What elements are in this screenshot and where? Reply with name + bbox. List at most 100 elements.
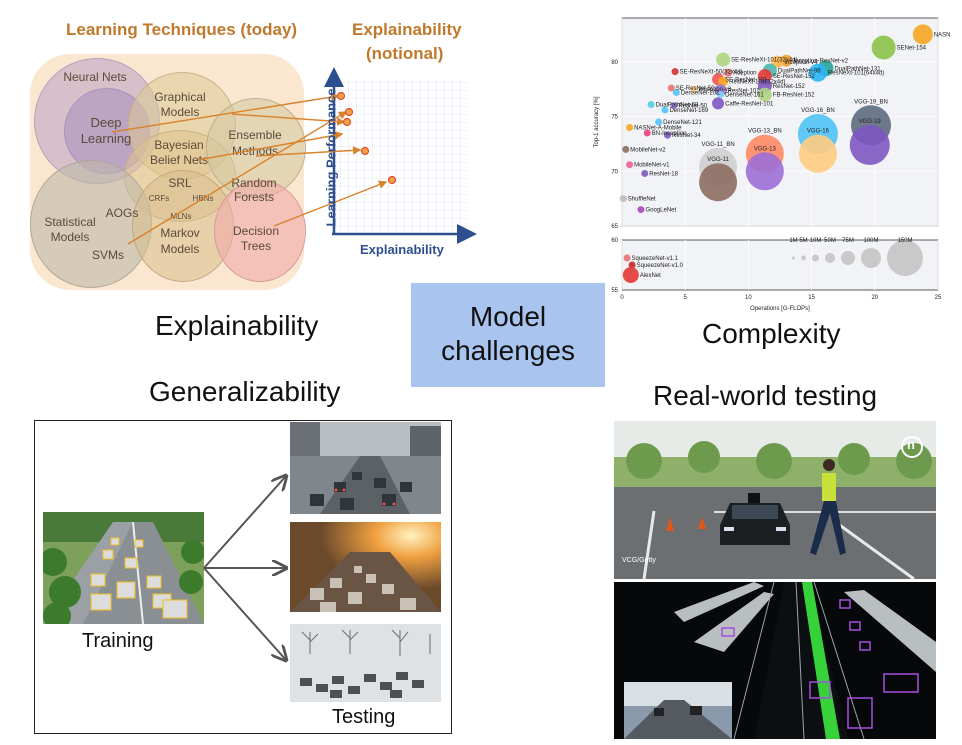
data-point [808, 63, 827, 82]
label-deep-1: Deep [90, 115, 122, 130]
point-label: VGG-11_BN [701, 142, 734, 148]
size-legend-label: 5M [799, 238, 807, 244]
point-label: DualPathNet-98 [778, 69, 821, 75]
notional-title-1: Explainability [352, 20, 462, 39]
data-point [718, 76, 729, 87]
point-label: BN-Inception [652, 131, 687, 137]
point-label: DenseNet-201 [681, 90, 720, 96]
data-point [745, 152, 784, 191]
testing-image-sunset [290, 522, 441, 612]
point-label: ShuffleNet [628, 197, 656, 203]
point-label: VGG-13_BN [748, 129, 782, 135]
data-point [724, 68, 733, 77]
data-point [655, 118, 663, 126]
data-point [671, 68, 679, 76]
data-point [716, 52, 731, 67]
point-label: DenseNet-169 [669, 108, 708, 114]
y-tick-label: 70 [611, 169, 618, 175]
size-legend-circle [801, 255, 806, 261]
data-point [622, 267, 639, 283]
x-tick-label: 15 [808, 295, 815, 301]
point-label: VGG-16_BN [801, 108, 835, 114]
y-axis-label: Top-1 accuracy [%] [594, 96, 600, 147]
statistical-circle [30, 160, 152, 288]
label-random-2: Forests [233, 190, 274, 204]
complexity-chart: NASNet-A-LargeSENet-154SE-ResNeXt-101(32… [586, 14, 962, 318]
model-challenges-box: Model challenges [411, 283, 605, 387]
notional-x-axis-label: Explainability [360, 242, 444, 257]
size-legend-label: 100M [863, 238, 878, 244]
label-markov-2: Models [160, 242, 200, 256]
size-legend-label: 50M [824, 238, 836, 244]
data-point [871, 35, 896, 60]
point-label: SE-ResNeXt-50(32x4d) [680, 70, 743, 76]
point-label: ResNet-101 [728, 88, 761, 94]
label-deep-2: Learning [80, 131, 132, 146]
y-tick-label: 75 [611, 115, 618, 121]
testing-label: Testing [332, 706, 396, 728]
data-point [628, 261, 636, 269]
point-label: VGG-19 [859, 119, 882, 125]
size-legend-label: 1M [789, 238, 797, 244]
size-legend-label: 75M [842, 238, 854, 244]
center-line-1: Model [469, 301, 547, 332]
data-point [641, 169, 649, 177]
size-legend-label: 150M [897, 238, 912, 244]
size-legend-circle [887, 240, 923, 276]
real-world-label: Real-world testing [653, 380, 878, 411]
label-graphical-2: Models [160, 105, 200, 119]
data-point [670, 102, 678, 110]
point-label: ResNet-34 [672, 133, 701, 139]
label-mlns: MLNs [170, 212, 192, 221]
label-bayesian-2: Belief Nets [149, 153, 209, 167]
x-tick-label: 25 [935, 295, 942, 301]
size-legend-label: 10M [810, 238, 822, 244]
explainability-label: Explainability [155, 310, 319, 341]
generalize-arrows [203, 460, 300, 670]
point-label: GoogLeNet [645, 208, 676, 214]
data-point [672, 88, 680, 96]
point-label: VGG-19_BN [854, 99, 888, 105]
label-bayesian-1: Bayesian [154, 138, 204, 152]
y-tick-label: 55 [611, 288, 618, 294]
data-point [643, 129, 651, 137]
x-axis-label: Operations [G-FLOPs] [750, 306, 810, 312]
label-aogs: AOGs [105, 206, 139, 220]
decision-trees-circle [214, 180, 306, 282]
label-neural-nets: Neural Nets [63, 70, 127, 84]
point-label: ResNet-152 [773, 84, 806, 90]
testing-image-snow [290, 624, 441, 702]
label-srl: SRL [168, 176, 192, 190]
x-tick-label: 0 [620, 295, 624, 301]
y-tick-label: 65 [611, 224, 618, 230]
complexity-scatter: NASNet-A-LargeSENet-154SE-ResNeXt-101(32… [594, 17, 962, 312]
data-point [717, 91, 725, 99]
data-point [912, 24, 933, 45]
data-point [626, 123, 634, 131]
data-point [798, 134, 837, 173]
point-label: Xception [733, 71, 756, 77]
data-point [637, 206, 645, 214]
point-label: AlexNet [640, 273, 661, 279]
point-label: FB-ResNet-152 [773, 93, 815, 99]
label-random-1: Random [231, 176, 277, 190]
data-point [771, 55, 784, 68]
x-tick-label: 20 [871, 295, 878, 301]
testing-image-rain [290, 422, 441, 514]
data-point [623, 254, 631, 262]
notional-y-axis-label: Learning Performance [323, 88, 339, 227]
techniques-title: Learning Techniques (today) [66, 20, 298, 39]
point-label: DualPathNet-68 [656, 102, 699, 108]
point-label: SE-ResNet-101 [725, 77, 768, 83]
explainability-diagram: Learning Techniques (today) Explainabili… [20, 10, 480, 300]
complexity-label: Complexity [702, 318, 841, 349]
size-legend-circle [841, 251, 855, 265]
news-logo-icon: n [907, 437, 915, 452]
size-legend-circle [825, 253, 835, 263]
label-statistical-1: Statistical [44, 215, 96, 229]
generalizability-label: Generalizability [149, 376, 341, 407]
point-label: DualPathNet-131 [835, 66, 882, 72]
point-label: Inception-v3 [699, 87, 732, 93]
label-ensemble-1: Ensemble [228, 128, 282, 142]
data-point [619, 195, 627, 203]
